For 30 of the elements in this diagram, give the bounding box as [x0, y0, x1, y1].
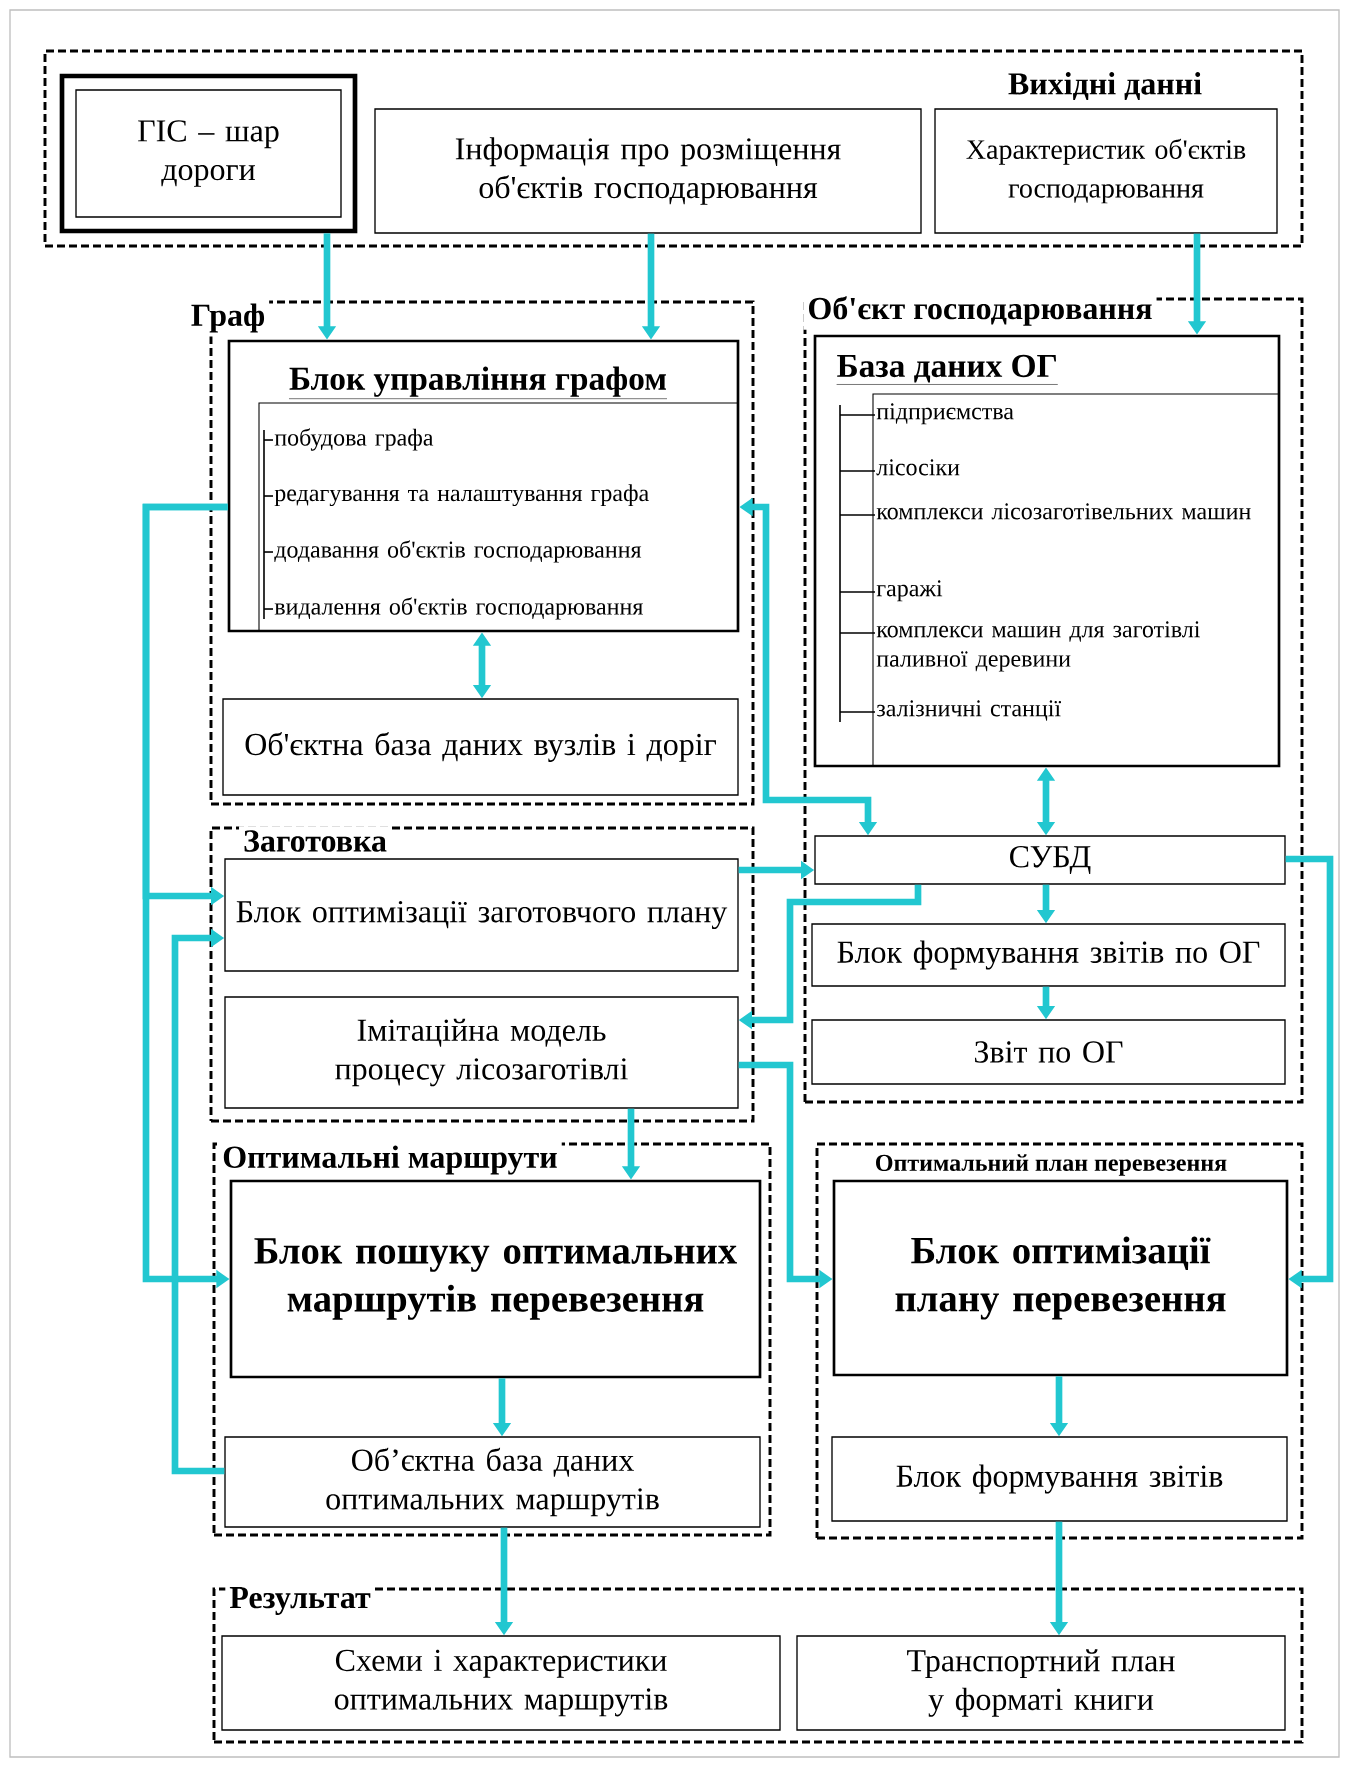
- process-box: Блок оптимізації плану перевезення: [832, 1179, 1289, 1377]
- list-item: гаражі: [876, 580, 943, 602]
- list-item: комплекси машин для заготівлі паливної деревини: [876, 621, 1200, 672]
- heading: База даних ОГ: [836, 354, 1059, 385]
- process-box: Схеми і характеристики оптимальних маршрутів: [221, 1635, 781, 1731]
- list-item: залізничні станції: [876, 700, 1062, 721]
- list-item: побудова графа: [274, 428, 434, 451]
- list-item: лісосіки: [876, 459, 960, 476]
- list-item: редагування та налаштування графа: [274, 484, 649, 507]
- process-box: Інформація про розміщення об'єктів господарювання: [374, 108, 922, 234]
- process-box: Транспортний план у форматі книги: [796, 1635, 1286, 1731]
- process-box: ГІС – шар дороги: [59, 73, 358, 234]
- process-box: Блок формування звітів по ОГ: [811, 923, 1286, 987]
- list-item: додавання об'єктів господарювання: [274, 540, 642, 563]
- list-item: видалення об'єктів господарювання: [274, 597, 643, 620]
- list-item: підприємства: [876, 403, 1014, 425]
- process-box: Характеристик об'єктів господарювання: [934, 108, 1278, 234]
- list-item: комплекси лісозаготівельних машин: [876, 503, 1251, 520]
- arrow: [1285, 855, 1334, 1289]
- process-box: СУБД: [814, 835, 1286, 885]
- process-box: Блок формування звітів: [831, 1436, 1288, 1522]
- arrow: [171, 928, 225, 1475]
- list-box: [813, 334, 1281, 768]
- process-box: Об’єктна база даних оптимальних маршрутів: [224, 1436, 761, 1528]
- process-box: Звіт по ОГ: [811, 1019, 1286, 1085]
- list-box: [227, 339, 740, 633]
- process-box: Імітаційна модель процесу лісозаготівлі: [224, 996, 739, 1109]
- process-box: Об'єктна база даних вузлів і доріг: [222, 698, 739, 796]
- process-box: Блок оптимізації заготовчого плану: [224, 858, 739, 972]
- heading: Блок управління графом: [288, 366, 668, 399]
